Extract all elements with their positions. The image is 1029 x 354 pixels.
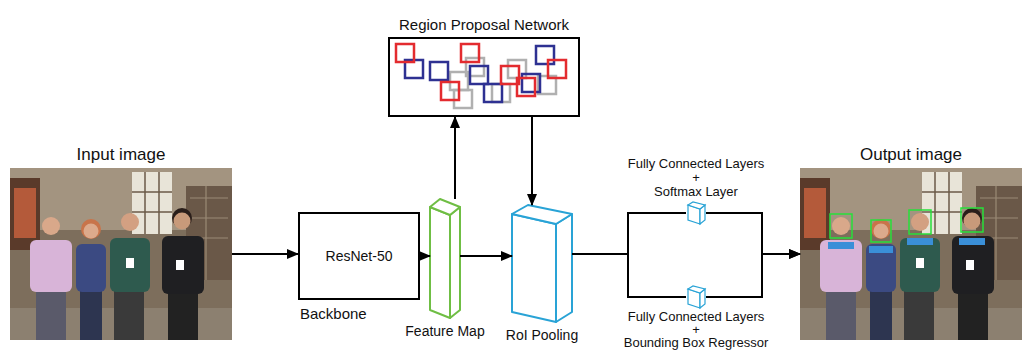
backbone-box: ResNet-50Backbone: [298, 212, 420, 300]
node-label: Output image: [860, 145, 962, 165]
proposal-boxes: [470, 66, 488, 84]
connector-arrow: [572, 213, 686, 254]
input-photo: Input image: [10, 168, 232, 340]
feature-map-slab: [430, 199, 460, 215]
label-holder: Feature Map: [405, 323, 484, 340]
label-holder: Input image: [77, 145, 166, 165]
roi-pooling-slab: [556, 214, 572, 322]
proposal-boxes: [484, 84, 502, 102]
detection-boxes: [830, 214, 852, 238]
proposal-boxes: [396, 44, 566, 108]
roi-pooling-slab: [512, 214, 556, 322]
node-label: RoI Pooling: [506, 327, 578, 344]
proposal-boxes: [536, 46, 554, 64]
roi-pooling-slab: [512, 205, 572, 224]
label-holder: Region Proposal Network: [399, 16, 569, 34]
label-holder: Fully Connected Layers+Bounding Box Regr…: [624, 310, 769, 349]
node-label: Feature Map: [405, 323, 484, 340]
connector-arrow: [531, 117, 533, 205]
connector-arrow: [454, 117, 456, 199]
label-holder: ResNet-50: [300, 214, 418, 298]
output-photo: Output image: [800, 168, 1022, 340]
detection-boxes: [871, 220, 891, 242]
proposal-boxes: [396, 44, 414, 62]
detection-boxes: [959, 238, 985, 245]
label-holder: Fully Connected Layers+Softmax Layer: [628, 157, 765, 199]
fc-layer-slab: [688, 202, 705, 209]
proposal-boxes: [508, 60, 526, 78]
label-holder: Backbone: [300, 305, 367, 323]
layer-label: Fully Connected Layers: [628, 310, 765, 323]
roi-pooling-slab: RoI Pooling: [512, 205, 572, 322]
layer-label: +: [692, 171, 700, 185]
connector-arrow: [706, 254, 800, 297]
feature-map-slab: [430, 199, 460, 318]
label-holder: Output image: [860, 145, 962, 165]
proposal-boxes: [461, 44, 479, 62]
proposal-boxes: [517, 78, 535, 96]
feature-map-slab: Feature Map: [430, 199, 460, 318]
proposal-boxes: [522, 74, 540, 92]
layer-label: Fully Connected Layers: [628, 157, 765, 171]
output-photo: [800, 168, 1022, 340]
fc-layer-slab: [688, 202, 705, 308]
roi-pooling-slab: [512, 205, 572, 322]
proposal-boxes: [548, 60, 566, 78]
fc-softmax-layer: Fully Connected Layers+Softmax Layer: [686, 202, 706, 224]
node-label: Input image: [77, 145, 166, 165]
proposal-boxes: [396, 44, 566, 100]
rpn-box: Region Proposal Network: [388, 37, 580, 117]
detection-boxes: [961, 208, 983, 232]
proposal-boxes: [441, 82, 459, 100]
connector-arrow: [706, 213, 800, 254]
node-label: ResNet-50: [326, 248, 393, 265]
fc-bbox-layer: Fully Connected Layers+Bounding Box Regr…: [686, 286, 706, 308]
detection-boxes: [828, 208, 985, 253]
connector-arrow: [572, 254, 686, 297]
proposal-boxes: [430, 62, 448, 80]
feature-map-slab: [430, 207, 450, 318]
detection-boxes: [907, 238, 933, 245]
fc-layer-slab: [688, 286, 705, 293]
connector-arrow: [460, 255, 512, 257]
proposal-boxes: [450, 58, 556, 108]
detection-boxes: [909, 210, 931, 234]
connector-arrow: [232, 253, 298, 255]
detection-boxes: [828, 242, 854, 249]
layer-label: +: [692, 323, 700, 336]
node-label: Backbone: [300, 305, 367, 323]
layer-label: Softmax Layer: [654, 185, 738, 199]
feature-map-slab: [450, 207, 460, 318]
detection-boxes: [869, 246, 893, 253]
layer-label: Bounding Box Regressor: [624, 336, 769, 349]
label-holder: RoI Pooling: [506, 327, 578, 344]
node-label: Region Proposal Network: [399, 16, 569, 34]
connector-arrow: [420, 255, 430, 257]
input-photo: [10, 168, 232, 340]
